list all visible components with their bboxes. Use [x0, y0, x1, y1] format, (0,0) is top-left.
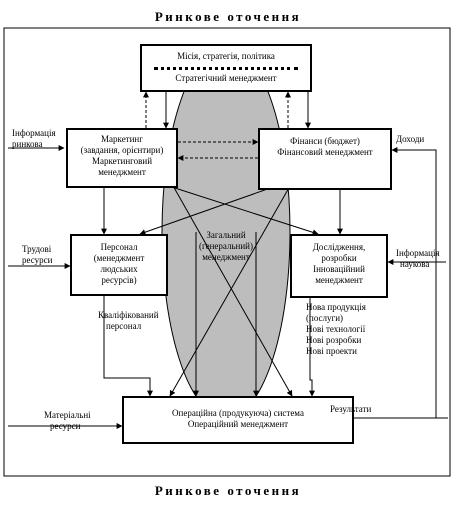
qualified-label-2: персонал [106, 321, 142, 331]
qualified-label-1: Кваліфікований [98, 310, 159, 320]
income-label: Доходи [396, 134, 425, 144]
general-management-label-1: Загальний [206, 230, 246, 240]
arrow-marketing-to-operations [171, 183, 293, 397]
research-line2: розробки [321, 253, 357, 263]
arrow-finance-to-operations [169, 185, 291, 397]
materials-label-1: Матеріальні [44, 410, 91, 420]
personnel-line3: людських [100, 264, 138, 274]
outer-frame [3, 27, 451, 477]
marketing-box: Маркетинг (завдання, орієнтири) Маркетин… [66, 128, 178, 188]
materials-label-2: ресурси [50, 421, 81, 431]
marketing-line1: Маркетинг [101, 134, 143, 144]
arrow-results-out [354, 147, 437, 419]
innovations-label-1: Нова продукція [306, 302, 366, 312]
mission-divider [154, 67, 298, 70]
arrow-personnel-to-operations [103, 296, 153, 397]
arrow-marketing-to-research [149, 179, 319, 236]
labor-label-1: Трудові [22, 244, 52, 254]
info-market-label-2: ринкова [12, 139, 43, 149]
info-market-label-1: Інформація [12, 128, 56, 138]
arrow-research-to-operations [309, 278, 315, 397]
operations-box: Операційна (продукуюча) система Операцій… [122, 396, 354, 444]
operations-line2: Операційний менеджмент [187, 419, 289, 429]
personnel-box: Персонал (менеджмент людських ресурсів) [70, 234, 168, 296]
innovations-label-2: (послуги) [306, 313, 344, 323]
labor-label-2: ресурси [22, 255, 53, 265]
research-line4: менеджмент [315, 275, 363, 285]
mission-line2: Стратегічний менеджмент [175, 73, 277, 83]
finance-line1: Фінанси (бюджет) [290, 136, 360, 146]
general-management-label-2: (генеральний) [199, 241, 253, 251]
operations-line1: Операційна (продукуюча) система [172, 408, 304, 418]
innovations-label-4: Нові розробки [306, 335, 362, 345]
personnel-line4: ресурсів) [101, 275, 137, 285]
mission-line1: Місія, стратегія, політика [177, 51, 275, 61]
finance-line2: Фінансовий менеджмент [277, 147, 373, 157]
innovations-label-5: Нові проекти [306, 346, 357, 356]
research-line1: Дослідження, [312, 242, 366, 252]
marketing-line2: (завдання, орієнтири) [80, 145, 164, 155]
arrow-finance-to-personnel [139, 185, 277, 236]
personnel-line1: Персонал [100, 242, 138, 252]
innovations-label-3: Нові технології [306, 324, 366, 334]
results-label: Результати [330, 404, 372, 414]
mission-box: Місія, стратегія, політика Стратегічний … [140, 44, 312, 92]
finance-box: Фінанси (бюджет) Фінансовий менеджмент [258, 128, 392, 190]
marketing-line3: Маркетинговий [91, 156, 153, 166]
info-science-label-1: Інформація [396, 248, 440, 258]
general-management-label-3: менеджмент [202, 252, 250, 262]
research-line3: Інноваційний [313, 264, 365, 274]
info-science-label-2: наукова [400, 259, 430, 269]
marketing-line4: менеджмент [98, 167, 146, 177]
market-environment-top: Ринкове оточення [154, 9, 302, 24]
research-box: Дослідження, розробки Інноваційний менед… [290, 234, 388, 298]
personnel-line2: (менеджмент [93, 253, 145, 263]
market-environment-bottom: Ринкове оточення [154, 483, 302, 498]
